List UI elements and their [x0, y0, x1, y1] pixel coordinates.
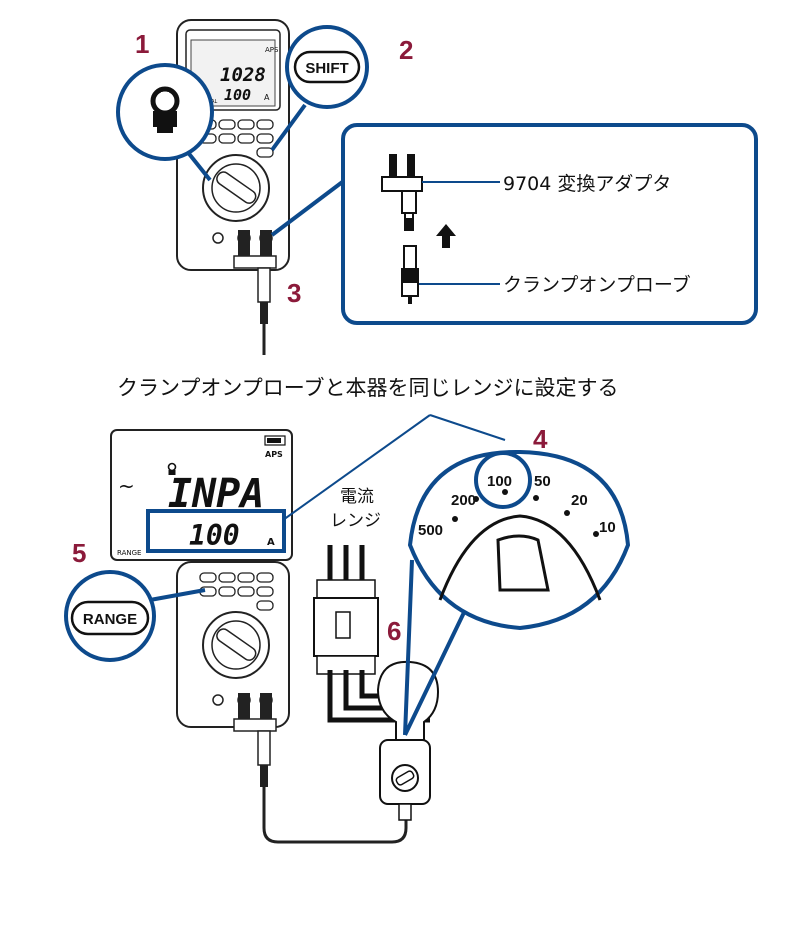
probe-cable: [262, 812, 408, 844]
clamp-mode-callout: [116, 63, 214, 182]
step-4-number: 4: [533, 424, 548, 454]
top-lcd-sub: 100: [224, 86, 251, 104]
bottom-lcd-range-tag: RANGE: [117, 549, 141, 557]
step-6-number: 6: [387, 616, 401, 646]
step-5-number: 5: [72, 538, 86, 568]
shift-button[interactable]: [293, 50, 361, 84]
instruction-text: クランプオンプローブと本器を同じレンジに設定する: [117, 376, 618, 400]
bottom-lcd-aps: APS: [265, 450, 283, 459]
step-1-number: 1: [135, 29, 149, 59]
shift-callout: SHIFT: [270, 25, 369, 152]
range-highlight: [146, 509, 286, 553]
dial-label-500: 500: [418, 522, 443, 539]
dial-label-50: 50: [534, 473, 551, 490]
current-range-line1: 電流: [340, 487, 374, 507]
dial-zoom: 500 200 100 50 20 10: [282, 414, 631, 736]
range-button[interactable]: [70, 600, 150, 636]
dial-label-10: 10: [599, 519, 616, 536]
top-lcd-aps: APS: [265, 46, 279, 54]
shift-button-label: SHIFT: [305, 60, 348, 77]
range-button-label: RANGE: [83, 611, 137, 628]
dial-label-100: 100: [487, 473, 512, 490]
adapter-label: 9704 変換アダプタ: [503, 173, 671, 195]
top-meter: APS 1028 100 A MANUAL: [176, 19, 290, 355]
selected-range-highlight: [474, 451, 532, 509]
up-arrow-icon: [436, 224, 456, 248]
lcd-clamp-icon: [167, 462, 177, 475]
dial-label-20: 20: [571, 492, 588, 509]
step-3-number: 3: [287, 278, 301, 308]
clamp-mode-icon: [150, 86, 180, 133]
bottom-meter: [176, 561, 290, 812]
range-callout: RANGE: [64, 570, 206, 662]
bottom-lcd-tilde: ~: [118, 474, 135, 498]
bottom-lcd-unit: A: [267, 537, 275, 548]
dial-label-200: 200: [451, 492, 476, 509]
step-2-number: 2: [399, 35, 413, 65]
adapter-icon: [381, 154, 423, 231]
bottom-lcd-sub: 100: [189, 519, 240, 552]
current-range-line2: レンジ: [330, 511, 381, 531]
probe-label: クランプオンプローブ: [503, 273, 691, 296]
top-lcd-unit: A: [264, 93, 270, 102]
probe-plug-icon: [401, 245, 419, 304]
adapter-callout: 9704 変換アダプタ クランプオンプローブ: [270, 123, 758, 325]
bottom-lcd: APS ~ INPA 100 A RANGE: [110, 429, 293, 561]
top-lcd-main: 1028: [220, 64, 266, 86]
